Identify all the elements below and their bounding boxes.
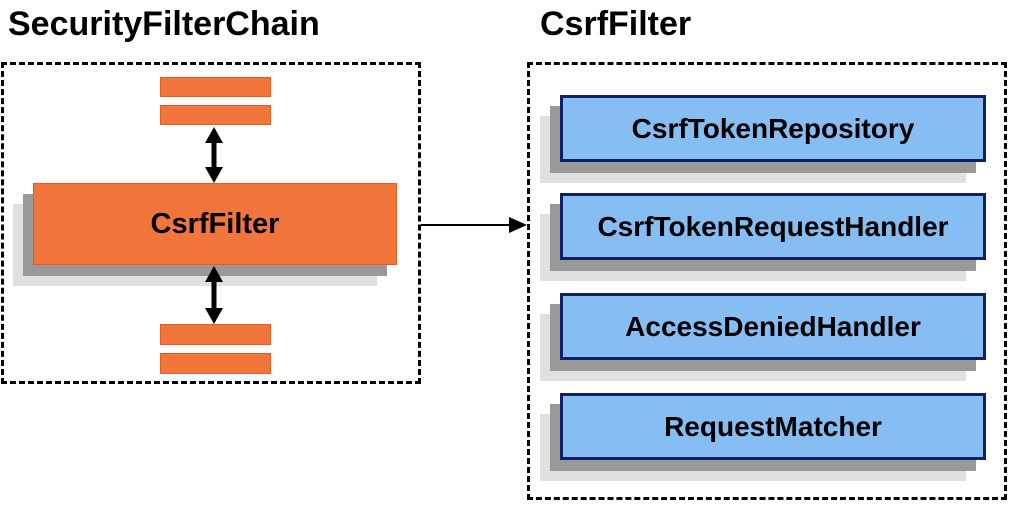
security-filter-chain-title: SecurityFilterChain [8, 5, 320, 43]
bidirectional-arrow-icon [201, 127, 227, 183]
csrf-filter-node: CsrfFilter [13, 183, 397, 286]
component-node: AccessDeniedHandler [540, 293, 986, 381]
csrf-filter-components-container: CsrfTokenRepository CsrfTokenRequestHand… [527, 62, 1007, 500]
csrf-filter-box: CsrfFilter [33, 183, 397, 265]
flow-arrow-icon [421, 214, 527, 236]
security-filter-chain-container: CsrfFilter [1, 62, 421, 384]
component-node: CsrfTokenRequestHandler [540, 193, 986, 281]
access-denied-handler-box: AccessDeniedHandler [560, 293, 986, 360]
csrf-filter-group-title: CsrfFilter [540, 5, 692, 43]
bidirectional-arrow-icon [201, 266, 227, 324]
component-node: RequestMatcher [540, 393, 986, 481]
filter-placeholder-bar [160, 353, 271, 374]
csrf-token-repository-box: CsrfTokenRepository [560, 95, 986, 162]
csrf-token-request-handler-box: CsrfTokenRequestHandler [560, 193, 986, 260]
filter-placeholder-bar [160, 105, 271, 125]
request-matcher-box: RequestMatcher [560, 393, 986, 460]
filter-placeholder-bar [160, 77, 271, 97]
component-node: CsrfTokenRepository [540, 95, 986, 183]
filter-placeholder-bar [160, 324, 271, 345]
